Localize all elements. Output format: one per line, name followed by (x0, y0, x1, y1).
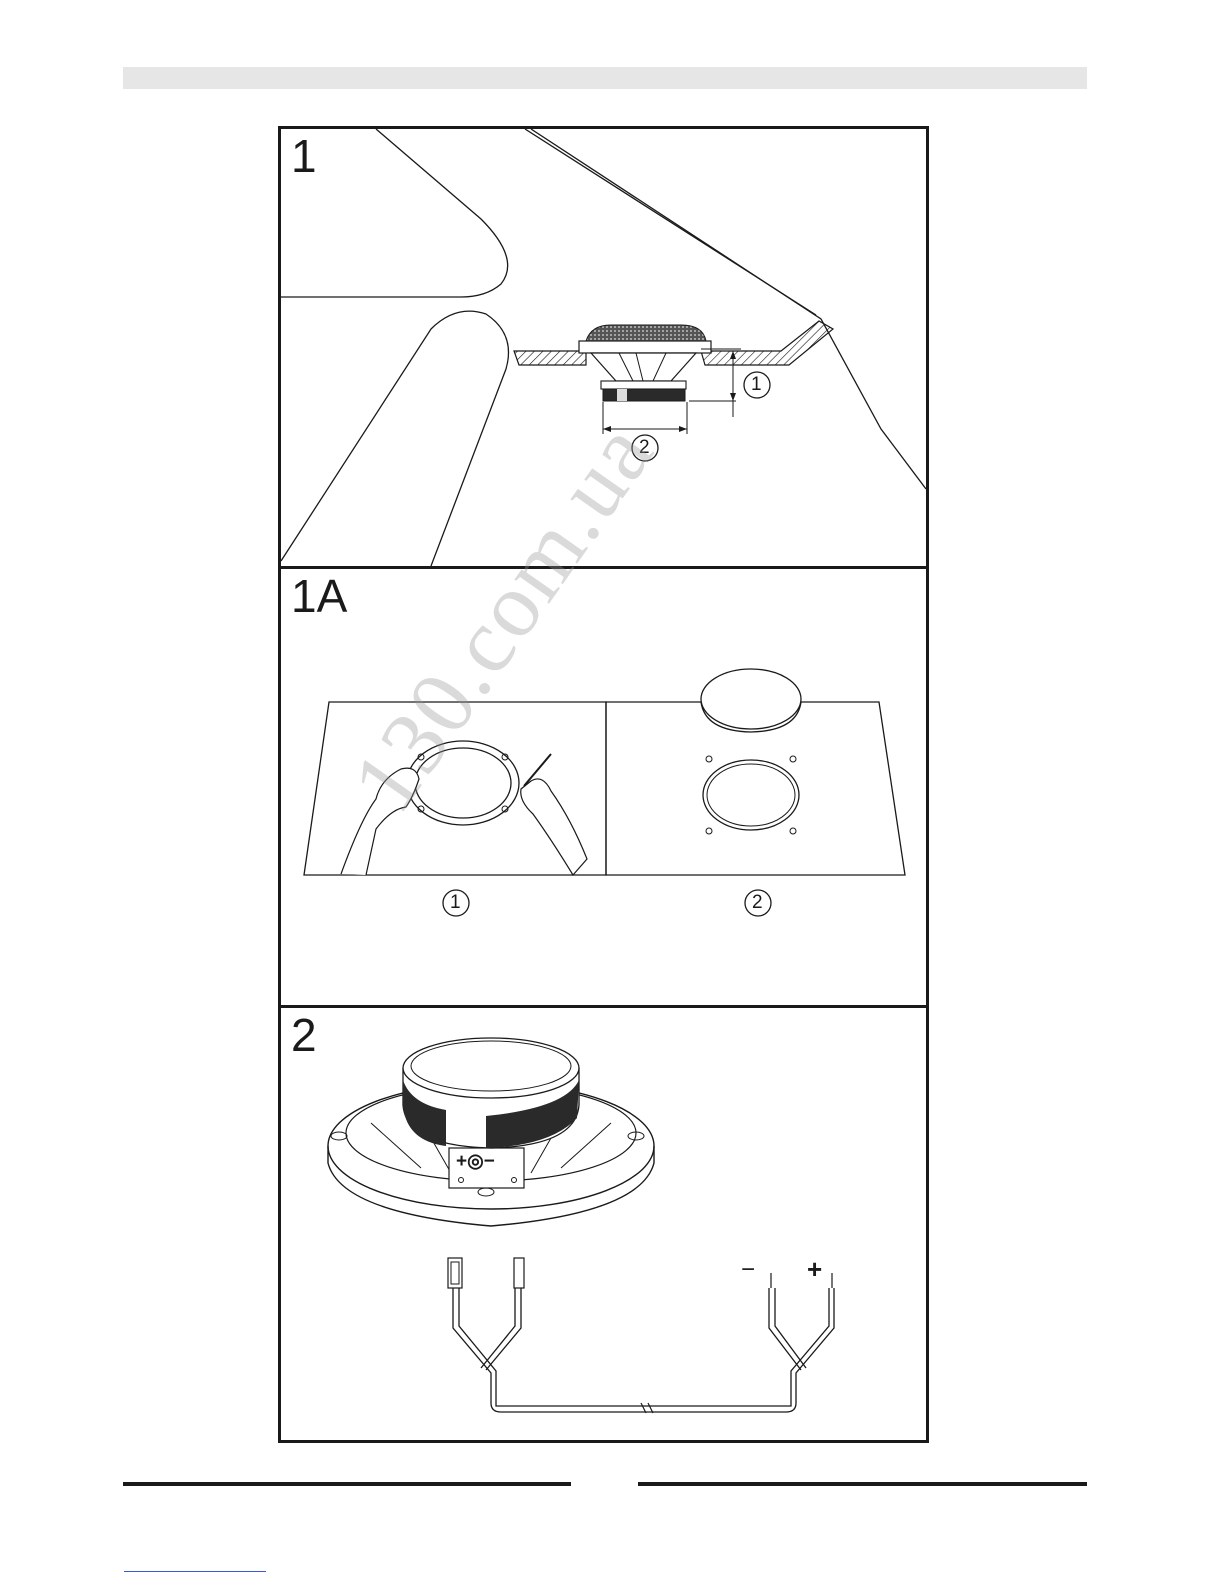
panel-1a: 1A (281, 569, 926, 1008)
callout-2: 2 (752, 892, 763, 914)
wire-minus-label: − (741, 1256, 755, 1284)
terminal-polarity-marks: +◎− (456, 1150, 495, 1173)
wire-plus-label: + (807, 1254, 822, 1285)
panel-2-illustration (281, 1008, 926, 1440)
footer-rule-left (123, 1482, 571, 1486)
callout-1: 1 (751, 374, 762, 396)
footer-rule-right (638, 1482, 1087, 1486)
panel-1a-illustration (281, 569, 926, 1005)
callout-2: 2 (639, 437, 650, 459)
panel-1: 1 (281, 129, 926, 569)
header-bar (123, 67, 1087, 89)
footer-link-underline (124, 1571, 266, 1572)
panel-2: 2 (281, 1008, 926, 1440)
panel-1-illustration (281, 129, 926, 566)
callout-1: 1 (450, 892, 461, 914)
figure-frame: 1 (278, 126, 929, 1443)
